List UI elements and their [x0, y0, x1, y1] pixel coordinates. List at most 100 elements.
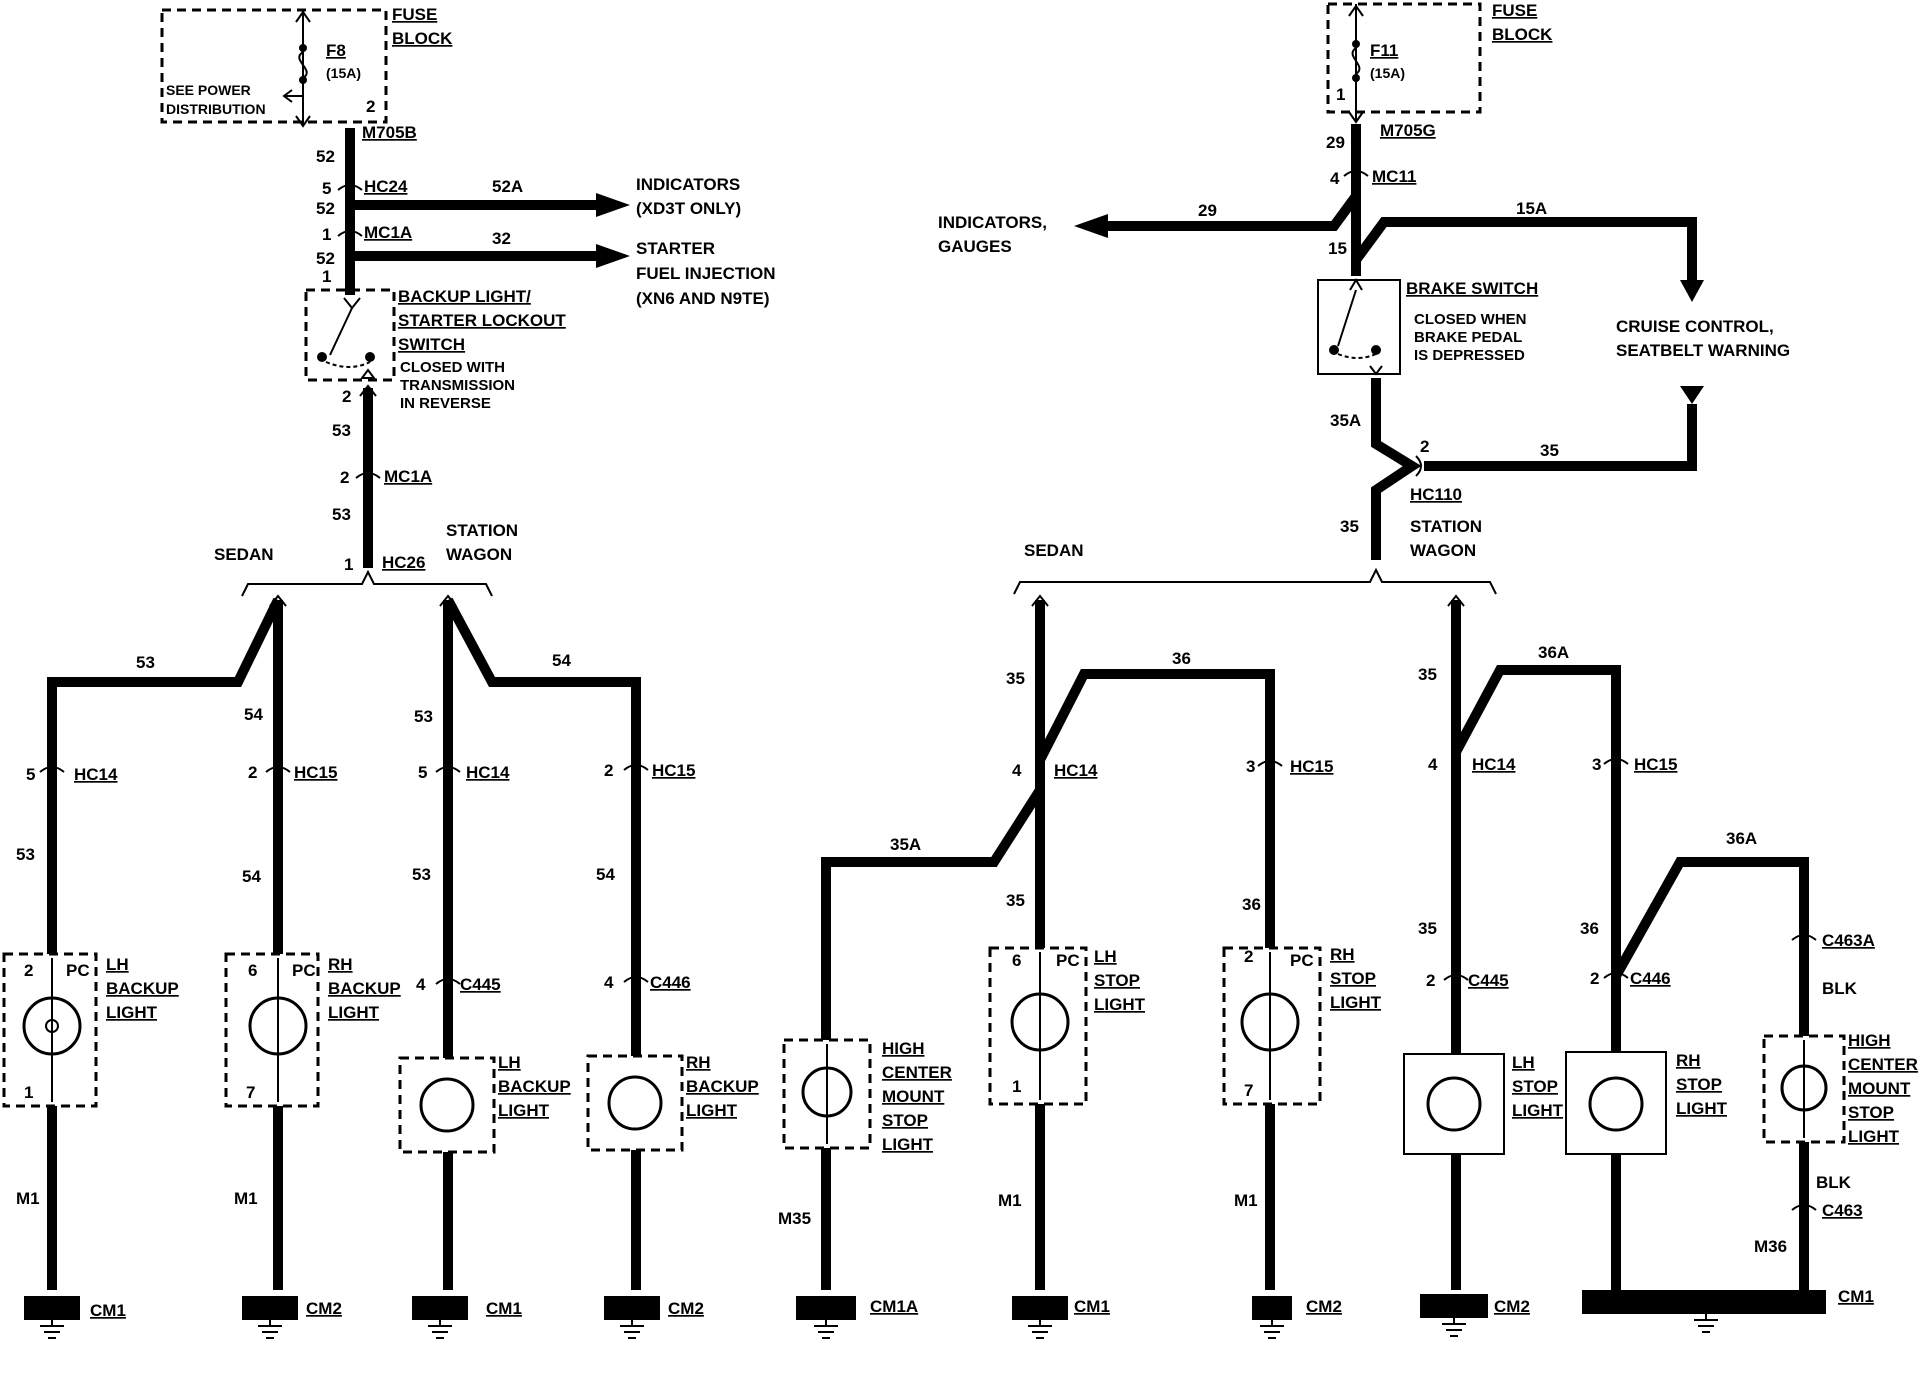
- connector-hc26: HC26: [382, 553, 425, 572]
- connector-hc14: HC14: [1472, 755, 1516, 774]
- lamp-label-2: BACKUP: [328, 979, 401, 998]
- hcm-label-2: CENTER: [882, 1063, 952, 1082]
- lamp-label: LH: [106, 955, 129, 974]
- wire-52-b: 52: [316, 199, 335, 218]
- wire-35-top: 35: [1418, 665, 1437, 684]
- lamp-label-3: LIGHT: [498, 1101, 550, 1120]
- blk-wire: BLK: [1822, 979, 1858, 998]
- lamp-label: LH: [1512, 1053, 1535, 1072]
- brake-note-2: BRAKE PEDAL: [1414, 329, 1522, 346]
- power-distribution-note-2: DISTRIBUTION: [166, 101, 266, 117]
- pin-3: 3: [1246, 757, 1255, 776]
- connector-mc1a-2: MC1A: [384, 467, 432, 486]
- wire-35-low: 35: [1418, 919, 1437, 938]
- pin: 5: [418, 763, 427, 782]
- pin: 5: [26, 765, 35, 784]
- lamp-label-2: STOP: [1094, 971, 1140, 990]
- lamp-pin: 2: [1426, 971, 1435, 990]
- indicators-label: INDICATORS: [636, 175, 740, 194]
- hcm-label-5: LIGHT: [882, 1135, 934, 1154]
- fuse-block-f11: [1326, 2, 1482, 114]
- lamp-pin: 6: [248, 961, 257, 980]
- fuse-block-title-2: BLOCK: [392, 29, 453, 48]
- wire-53-b: 53: [332, 505, 351, 524]
- wire-53-mid: 53: [412, 865, 431, 884]
- lamp-label-3: LIGHT: [1330, 993, 1382, 1012]
- wire-54-wagon-top: 54: [552, 651, 571, 670]
- connector-hc15: HC15: [1634, 755, 1677, 774]
- hcm-label-2: CENTER: [1848, 1055, 1918, 1074]
- wire-53: 53: [332, 421, 351, 440]
- starter-label-3: (XN6 AND N9TE): [636, 289, 770, 308]
- ground-cm1-wagon: CM1: [1838, 1287, 1874, 1306]
- ground-wire: M36: [1754, 1237, 1787, 1256]
- pin-4: 4: [1428, 755, 1438, 774]
- fuse-rating: (15A): [326, 65, 361, 81]
- circuit-m705b: M705B: [362, 123, 417, 142]
- station-wagon-label: STATION: [1410, 517, 1482, 536]
- switch-note-3: IN REVERSE: [400, 395, 491, 412]
- lamp-pc: PC: [66, 961, 90, 980]
- wire-35-b: 35: [1340, 517, 1359, 536]
- hcm-label: HIGH: [882, 1039, 925, 1058]
- connector-hc14: HC14: [1054, 761, 1098, 780]
- connector-c463a: C463A: [1822, 931, 1875, 950]
- pin-1-b: 1: [322, 267, 331, 286]
- blk-wire-2: BLK: [1816, 1173, 1852, 1192]
- ground-cm1: CM1: [90, 1301, 126, 1320]
- connector-hc15: HC15: [294, 763, 337, 782]
- switch-label-3: SWITCH: [398, 335, 465, 354]
- wire-35a: 35A: [1330, 411, 1361, 430]
- wire-15: 15: [1328, 239, 1347, 258]
- brake-note: CLOSED WHEN: [1414, 311, 1527, 328]
- connector-hc14: HC14: [74, 765, 118, 784]
- wire-35: 35: [1540, 441, 1559, 460]
- starter-label: STARTER: [636, 239, 715, 258]
- connector-c446: C446: [1630, 969, 1671, 988]
- wire-35-top: 35: [1006, 669, 1025, 688]
- brake-switch: [1317, 279, 1401, 375]
- lamp-bottom-pin: 7: [1244, 1081, 1253, 1100]
- connector-mc1a: MC1A: [364, 223, 412, 242]
- lamp-label-3: LIGHT: [106, 1003, 158, 1022]
- wire-52-c: 52: [316, 249, 335, 268]
- wire-15a: 15A: [1516, 199, 1547, 218]
- pin: 2: [248, 763, 257, 782]
- pin-1-c: 1: [344, 555, 353, 574]
- lamp-label-2: BACKUP: [686, 1077, 759, 1096]
- wire-35-low: 35: [1006, 891, 1025, 910]
- hcm-label-5: LIGHT: [1848, 1127, 1900, 1146]
- connector-c445: C445: [460, 975, 501, 994]
- connector-hc24: HC24: [364, 177, 408, 196]
- pin-5: 5: [322, 179, 331, 198]
- ground-cm1: CM1: [1074, 1297, 1110, 1316]
- lamp-pin: 6: [1012, 951, 1021, 970]
- wire-53-top: 53: [136, 653, 155, 672]
- connector-c446: C446: [650, 973, 691, 992]
- stop-light-circuit: FUSE BLOCK F11 (15A) 1 29 M705G 4 MC11 2…: [778, 1, 1918, 1339]
- switch-label: BACKUP LIGHT/: [398, 287, 531, 306]
- lamp-label: RH: [1330, 945, 1355, 964]
- fuse-id: F11: [1370, 41, 1398, 60]
- ground-cm1-wagon: CM1: [486, 1299, 522, 1318]
- lamp-label-2: STOP: [1330, 969, 1376, 988]
- connector-c445: C445: [1468, 971, 1509, 990]
- wire-52: 52: [316, 147, 335, 166]
- circuit-m705g: M705G: [1380, 121, 1436, 140]
- ground-wire: M1: [234, 1189, 258, 1208]
- lamp-label: RH: [328, 955, 353, 974]
- lamp-label-2: BACKUP: [106, 979, 179, 998]
- hcm-label-3: MOUNT: [882, 1087, 945, 1106]
- wire-29: 29: [1326, 133, 1345, 152]
- sedan-label: SEDAN: [214, 545, 274, 564]
- hcm-label-4: STOP: [882, 1111, 928, 1130]
- fuse-id: F8: [326, 41, 346, 60]
- lamp-label-2: BACKUP: [498, 1077, 571, 1096]
- fuse-block-title-2: BLOCK: [1492, 25, 1553, 44]
- connector-mc11: MC11: [1372, 167, 1416, 186]
- switch-note: CLOSED WITH: [400, 359, 505, 376]
- ground-wire: M1: [1234, 1191, 1258, 1210]
- brake-note-3: IS DEPRESSED: [1414, 347, 1525, 364]
- brake-switch-label: BRAKE SWITCH: [1406, 279, 1538, 298]
- lamp-label: RH: [686, 1053, 711, 1072]
